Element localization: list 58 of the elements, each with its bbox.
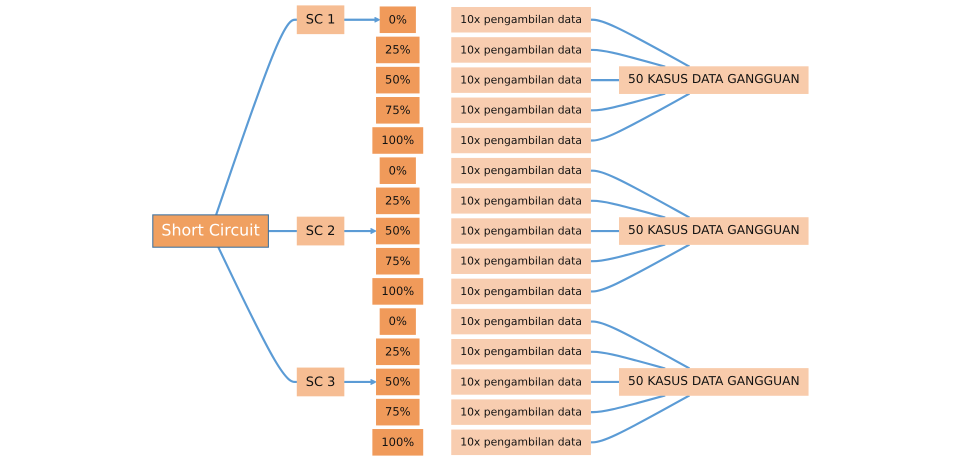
arrow xyxy=(344,16,380,23)
connector xyxy=(590,350,666,370)
connector xyxy=(590,320,690,370)
connector xyxy=(590,79,620,82)
connector xyxy=(590,200,666,219)
node-box: 10x pengambilan data xyxy=(451,278,591,304)
node-box: 10x pengambilan data xyxy=(451,7,591,33)
node-box: 25% xyxy=(376,36,420,64)
connector xyxy=(590,243,666,262)
connector xyxy=(590,48,666,68)
node-box: 100% xyxy=(372,278,424,305)
node-box: 50 KASUS DATA GANGGUAN xyxy=(618,217,809,245)
connector xyxy=(215,18,298,216)
connector xyxy=(590,170,690,218)
node-box: 10x pengambilan data xyxy=(451,248,591,274)
node-box: 25% xyxy=(376,338,420,366)
node-box: 50 KASUS DATA GANGGUAN xyxy=(618,368,809,396)
connector xyxy=(217,246,298,384)
connector xyxy=(590,18,690,68)
node-box: 75% xyxy=(376,398,420,426)
node-box: SC 2 xyxy=(296,216,344,246)
connector xyxy=(590,394,690,444)
connector xyxy=(590,92,666,112)
node-box: 75% xyxy=(376,97,420,124)
node-box: 100% xyxy=(372,429,424,456)
node-box: 10x pengambilan data xyxy=(451,430,591,456)
node-box: 10x pengambilan data xyxy=(451,188,591,214)
node-box: Short Circuit xyxy=(152,214,269,248)
connector xyxy=(590,394,666,414)
node-box: 0% xyxy=(380,308,416,335)
node-box: 100% xyxy=(372,127,424,154)
connector xyxy=(590,244,690,292)
connector xyxy=(268,230,298,232)
node-box: 50% xyxy=(376,368,420,396)
node-box: 10x pengambilan data xyxy=(451,369,591,395)
arrow xyxy=(344,378,377,386)
node-box: 10x pengambilan data xyxy=(451,67,591,93)
node-box: 50 KASUS DATA GANGGUAN xyxy=(618,66,809,94)
node-box: 10x pengambilan data xyxy=(451,98,591,124)
connector xyxy=(590,92,690,142)
node-box: 10x pengambilan data xyxy=(451,308,591,334)
connector xyxy=(590,230,620,232)
node-box: 10x pengambilan data xyxy=(451,37,591,63)
arrow xyxy=(344,228,377,234)
node-box: 50% xyxy=(376,66,420,94)
node-box: 75% xyxy=(376,248,420,275)
node-box: 0% xyxy=(380,6,416,34)
node-box: SC 1 xyxy=(296,5,344,34)
node-box: 0% xyxy=(380,157,416,184)
node-box: 10x pengambilan data xyxy=(451,399,591,425)
connector xyxy=(590,380,620,384)
node-box: 50% xyxy=(376,218,420,244)
node-box: 10x pengambilan data xyxy=(451,128,591,154)
node-box: 10x pengambilan data xyxy=(451,158,591,184)
node-box: 25% xyxy=(376,188,420,214)
node-box: 10x pengambilan data xyxy=(451,218,591,244)
node-box: 10x pengambilan data xyxy=(451,339,591,365)
node-box: SC 3 xyxy=(296,368,344,396)
